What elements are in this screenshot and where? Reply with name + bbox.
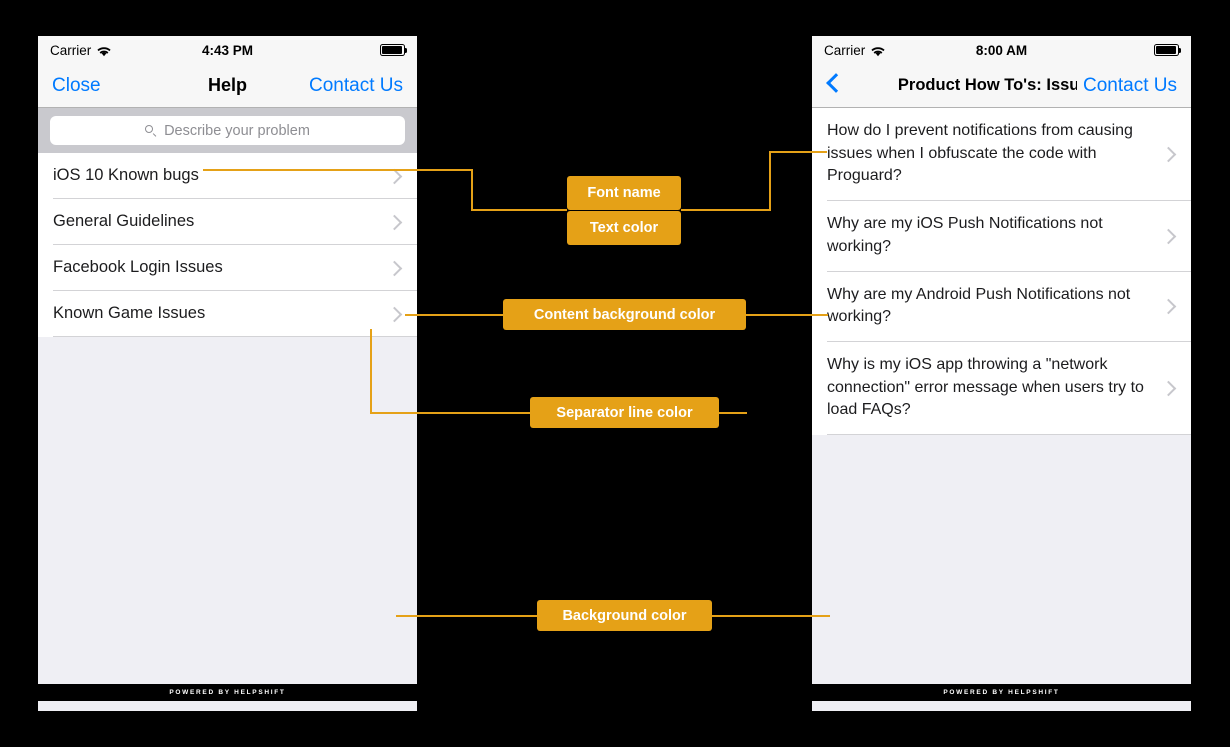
list-item-label: General Guidelines [53, 211, 195, 230]
nav-bar-right: Product How To's: Issue… Contact Us [812, 64, 1191, 108]
separator [827, 270, 1191, 272]
annotation-label: Text color [589, 220, 659, 236]
connector-text-color-left [471, 209, 567, 211]
empty-area [38, 337, 417, 667]
status-bar-left: Carrier 4:43 PM [38, 36, 417, 64]
list-item-label: iOS 10 Known bugs [53, 165, 199, 184]
chevron-right-icon [1161, 146, 1177, 162]
annotation-label: Content background color [533, 306, 716, 323]
chevron-right-icon [1161, 298, 1177, 314]
separator [827, 341, 1191, 343]
separator [53, 336, 417, 337]
connector-background-left [396, 615, 537, 617]
wifi-icon [97, 45, 111, 56]
faq-section-list: iOS 10 Known bugs General Guidelines Fac… [38, 153, 417, 337]
status-bar-left-group: Carrier [824, 43, 885, 58]
list-item-label: Known Game Issues [53, 303, 206, 322]
annotation-text-color: Text color [567, 211, 681, 245]
contact-us-button[interactable]: Contact Us [1077, 74, 1177, 97]
chevron-right-icon [1161, 380, 1177, 396]
back-button[interactable] [826, 72, 839, 100]
footer-label: POWERED BY HELPSHIFT [169, 689, 286, 696]
connector-content-bg-left [405, 314, 503, 316]
separator [827, 434, 1191, 436]
list-item-label: Facebook Login Issues [53, 257, 223, 276]
helpshift-footer: POWERED BY HELPSHIFT [38, 684, 417, 701]
status-bar-right: Carrier 8:00 AM [812, 36, 1191, 64]
chevron-right-icon [387, 214, 403, 230]
battery-full-icon [1154, 44, 1182, 56]
annotation-label: Separator line color [556, 404, 693, 421]
footer-label: POWERED BY HELPSHIFT [943, 689, 1060, 696]
connector-separator-left [370, 412, 530, 414]
faq-list: How do I prevent notifications from caus… [812, 108, 1191, 436]
annotation-background-color: Background color [537, 600, 712, 631]
connector-content-bg-right [746, 314, 828, 316]
helpshift-footer: POWERED BY HELPSHIFT [812, 684, 1191, 701]
phone-screen-right: Carrier 8:00 AM Product How To's: Issue…… [812, 36, 1191, 711]
search-icon [145, 124, 157, 137]
connector-text-color-right [681, 209, 771, 211]
separator [827, 200, 1191, 202]
connector-separator-right [719, 412, 747, 414]
carrier-label: Carrier [824, 42, 866, 58]
carrier-label: Carrier [50, 42, 92, 58]
footer-strip [812, 701, 1191, 711]
list-item[interactable]: How do I prevent notifications from caus… [812, 108, 1191, 201]
list-item[interactable]: Known Game Issues [38, 291, 417, 336]
list-item[interactable]: Facebook Login Issues [38, 245, 417, 290]
search-placeholder: Describe your problem [164, 122, 310, 139]
battery-full-icon [380, 44, 408, 56]
connector-font-name-left [203, 169, 473, 171]
annotation-content-background-color: Content background color [503, 299, 746, 330]
status-bar-right-group [1154, 44, 1182, 56]
connector-font-name-down [471, 169, 473, 211]
list-item-label: Why are my iOS Push Notifications not wo… [827, 215, 1103, 255]
list-item[interactable]: Why is my iOS app throwing a "network co… [812, 342, 1191, 435]
status-bar-left-group: Carrier [50, 43, 111, 58]
connector-background-right [712, 615, 830, 617]
chevron-right-icon [387, 306, 403, 322]
annotation-font-name: Font name [567, 176, 681, 210]
connector-right-up [769, 151, 771, 211]
separator [53, 198, 417, 199]
list-item-label: Why are my Android Push Notifications no… [827, 285, 1131, 326]
nav-bar-left: Close Help Contact Us [38, 64, 417, 108]
chevron-right-icon [1161, 228, 1177, 244]
annotation-label: Background color [562, 607, 687, 624]
list-item[interactable]: iOS 10 Known bugs [38, 153, 417, 198]
separator [53, 244, 417, 245]
search-bar: Describe your problem [38, 108, 417, 153]
search-input[interactable]: Describe your problem [50, 116, 405, 145]
connector-right-to-faq [769, 151, 827, 153]
close-button[interactable]: Close [52, 74, 101, 96]
list-item[interactable]: Why are my iOS Push Notifications not wo… [812, 201, 1191, 271]
list-item-label: Why is my iOS app throwing a "network co… [827, 356, 1144, 419]
status-bar-right-group [380, 44, 408, 56]
list-item[interactable]: General Guidelines [38, 199, 417, 244]
footer-strip [38, 701, 417, 711]
empty-area [812, 435, 1191, 711]
list-item[interactable]: Why are my Android Push Notifications no… [812, 271, 1191, 342]
connector-separator-vertical [370, 329, 372, 414]
phone-screen-left: Carrier 4:43 PM Close Help Contact Us De… [38, 36, 417, 711]
annotation-label: Font name [587, 185, 661, 201]
contact-us-button[interactable]: Contact Us [303, 74, 403, 97]
separator [53, 290, 417, 291]
chevron-right-icon [387, 260, 403, 276]
wifi-icon [871, 45, 885, 56]
list-item-label: How do I prevent notifications from caus… [827, 122, 1133, 185]
back-chevron-icon [826, 72, 839, 94]
annotation-separator-line-color: Separator line color [530, 397, 719, 428]
